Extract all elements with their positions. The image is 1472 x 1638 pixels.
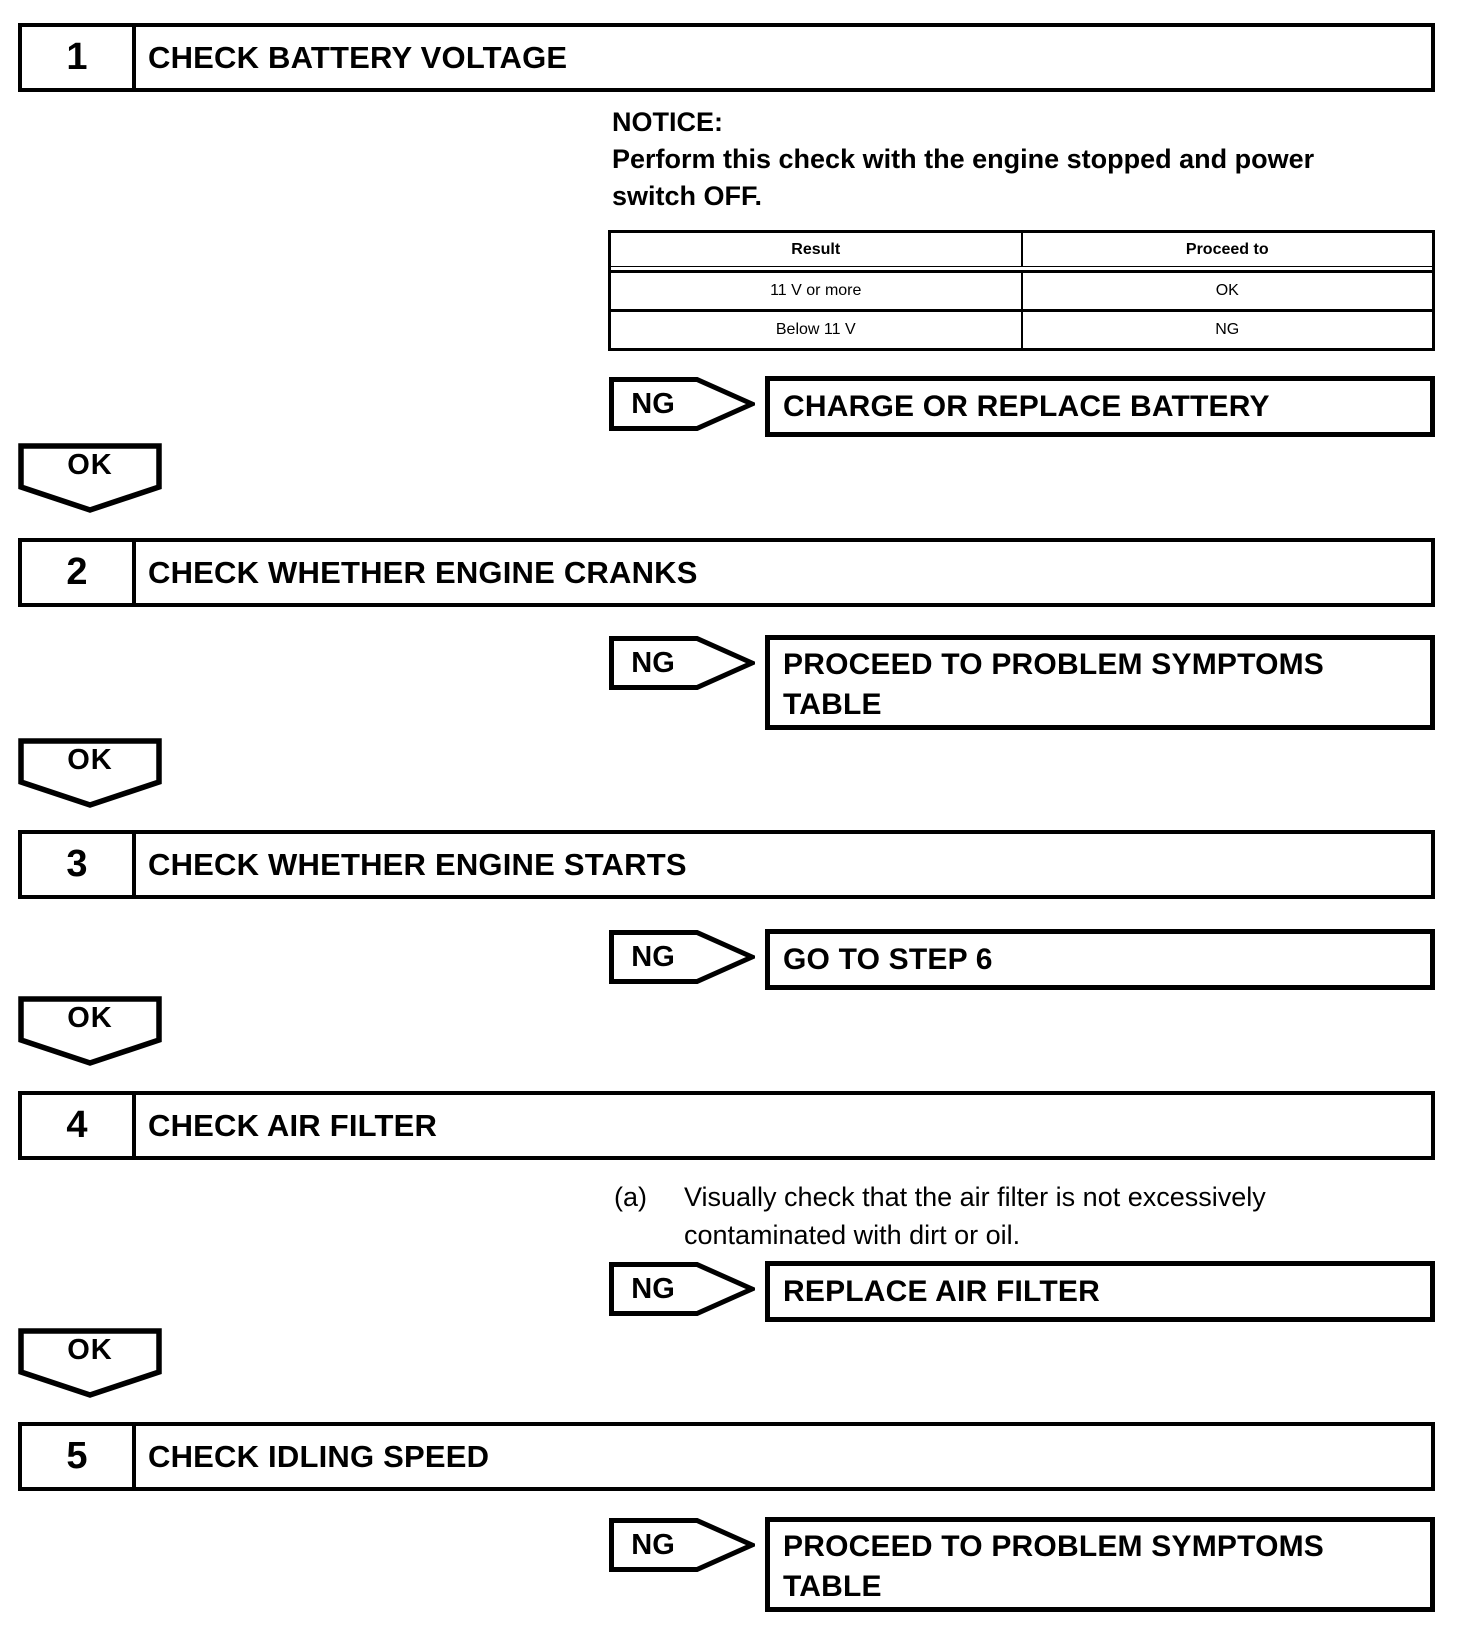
ng-result-box: PROCEED TO PROBLEM SYMPTOMS TABLE: [765, 635, 1435, 730]
ng-label: NG: [631, 1528, 675, 1561]
ng-label: NG: [631, 646, 675, 679]
result-table: Result Proceed to 11 V or more OK Below …: [608, 230, 1435, 351]
instruction-label: (a): [614, 1182, 647, 1212]
ok-label: OK: [67, 448, 113, 481]
step-3-box: 3 CHECK WHETHER ENGINE STARTS: [18, 830, 1435, 899]
ng-arrow-icon: [609, 636, 755, 690]
ng-arrow-icon: [609, 1262, 755, 1316]
result-header-cell: Result: [611, 233, 1023, 266]
proceed-cell: NG: [1215, 321, 1240, 338]
ok-label: OK: [67, 743, 113, 776]
step-title: CHECK IDLING SPEED: [148, 1438, 490, 1474]
step-2-box: 2 CHECK WHETHER ENGINE CRANKS: [18, 538, 1435, 607]
ok-arrow-icon: [18, 443, 162, 513]
step-number: 2: [22, 542, 136, 603]
ok-connector-4: OK: [18, 1328, 162, 1399]
ok-connector-2: OK: [18, 738, 162, 809]
result-table-header-row: Result Proceed to: [611, 233, 1432, 267]
instruction-text: Visually check that the air filter is no…: [684, 1182, 1266, 1250]
ng-result-box: PROCEED TO PROBLEM SYMPTOMS TABLE: [765, 1517, 1435, 1612]
result-cell: 11 V or more: [611, 273, 1023, 309]
ng-arrow-icon: [609, 1518, 755, 1572]
ng-result-box: REPLACE AIR FILTER: [765, 1261, 1435, 1322]
step-title: CHECK BATTERY VOLTAGE: [148, 39, 568, 75]
step-5-box: 5 CHECK IDLING SPEED: [18, 1422, 1435, 1491]
ok-connector-3: OK: [18, 996, 162, 1067]
step-4-box: 4 CHECK AIR FILTER: [18, 1091, 1435, 1160]
step-1-box: 1 CHECK BATTERY VOLTAGE: [18, 23, 1435, 92]
step-number: 3: [22, 834, 136, 895]
result-cell: Below 11 V: [611, 312, 1023, 348]
result-table-row: 11 V or more OK: [611, 270, 1432, 312]
ok-arrow-icon: [18, 738, 162, 808]
ng-result-box: CHARGE OR REPLACE BATTERY: [765, 376, 1435, 437]
notice-block: NOTICE: Perform this check with the engi…: [612, 104, 1422, 215]
notice-text: Perform this check with the engine stopp…: [612, 144, 1315, 211]
step-number: 5: [22, 1426, 136, 1487]
ng-arrow-icon: [609, 930, 755, 984]
notice-label: NOTICE:: [612, 107, 723, 137]
ng-label: NG: [631, 1272, 675, 1305]
proceed-header-cell: Proceed to: [1185, 240, 1269, 258]
ng-arrow-icon: [609, 377, 755, 431]
ok-label: OK: [67, 1001, 113, 1034]
proceed-cell: OK: [1215, 282, 1239, 299]
step-title: CHECK WHETHER ENGINE STARTS: [148, 846, 687, 882]
ng-result-box: GO TO STEP 6: [765, 929, 1435, 990]
step-number: 1: [22, 27, 136, 88]
ok-connector-1: OK: [18, 443, 162, 514]
step-title: CHECK AIR FILTER: [148, 1107, 438, 1143]
ok-label: OK: [67, 1333, 113, 1366]
step-title: CHECK WHETHER ENGINE CRANKS: [148, 554, 698, 590]
result-table-row: Below 11 V NG: [611, 312, 1432, 348]
step4-instruction: (a) Visually check that the air filter i…: [614, 1178, 1394, 1254]
step-number: 4: [22, 1095, 136, 1156]
ng-label: NG: [631, 387, 675, 420]
ok-arrow-icon: [18, 996, 162, 1066]
ok-arrow-icon: [18, 1328, 162, 1398]
ng-label: NG: [631, 940, 675, 973]
